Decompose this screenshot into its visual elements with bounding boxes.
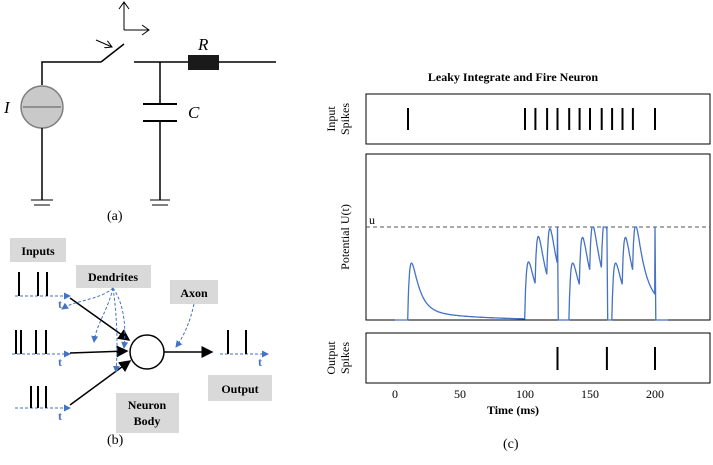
x-tick-label-2: 100 [516,387,534,401]
input-train-3 [15,386,71,412]
neuron-body-label-line1: Neuron [128,398,167,412]
inputs-label: Inputs [21,244,55,258]
output-label-line1: Output [324,341,338,375]
capacitor-label: C [188,103,200,122]
potential-trace [395,226,668,321]
resistor-label: R [197,35,209,54]
output-train [220,330,269,358]
x-tick-label-1: 50 [454,387,466,401]
x-axis-ticks: 0 50 100 150 200 [392,387,664,401]
threshold-label: u [369,213,375,227]
switch-arrow-icon [95,39,112,47]
dendrite-arrow-1 [69,297,131,341]
neuron-diagram: Inputs Dendrites Axon Output Neuron Body [10,238,272,448]
resistor [188,55,219,70]
dendrites-label: Dendrites [88,270,138,284]
time-label-1: t [58,297,62,311]
x-axis-label: Time (ms) [487,403,539,417]
output-label: Output [221,382,258,396]
time-label-2: t [58,355,62,369]
dendrites-label-box [76,265,151,288]
potential-line [395,226,668,321]
input-label-line1: Input [324,106,338,132]
caption-c: (c) [503,437,519,452]
current-label: I [3,98,11,117]
lif-chart: Leaky Integrate and Fire Neuron u Input … [324,70,711,452]
caption-a: (a) [107,209,123,224]
circuit-diagram: I R C (a) [3,1,276,224]
dendrite-pointers [61,287,195,373]
output-label-line2: Spikes [338,342,352,374]
time-label-3: t [58,409,62,423]
reset-arrow-icon [118,1,150,36]
input-train-1 [15,272,71,300]
neuron-body-label-box [116,393,179,433]
dendrite-arrow-3 [69,360,132,406]
input-train-2 [12,330,71,358]
output-spikes-panel [365,332,711,384]
output-label-box [208,375,272,401]
caption-b: (b) [107,433,124,448]
x-tick-label-0: 0 [392,387,398,401]
inputs-label-box [10,238,66,262]
axon-label-box [170,280,218,304]
source-top-wire [41,61,101,85]
time-label-out: t [258,355,262,369]
potential-label: Potential U(t) [338,204,352,270]
switch-blade [100,43,125,63]
input-label-line2: Spikes [338,103,352,135]
input-spike-marks [407,108,656,130]
chart-title: Leaky Integrate and Fire Neuron [428,70,599,84]
neuron-soma [129,334,165,370]
input-spikes-panel [365,93,711,145]
x-tick-label-3: 150 [581,387,599,401]
time-labels: t t t t [58,297,262,423]
x-tick-label-4: 200 [646,387,664,401]
dendrite-arrow-2 [69,345,129,358]
output-spike-marks [556,347,656,370]
potential-panel [365,153,711,321]
axon-label: Axon [180,286,208,300]
neuron-body-label-line2: Body [134,414,161,428]
